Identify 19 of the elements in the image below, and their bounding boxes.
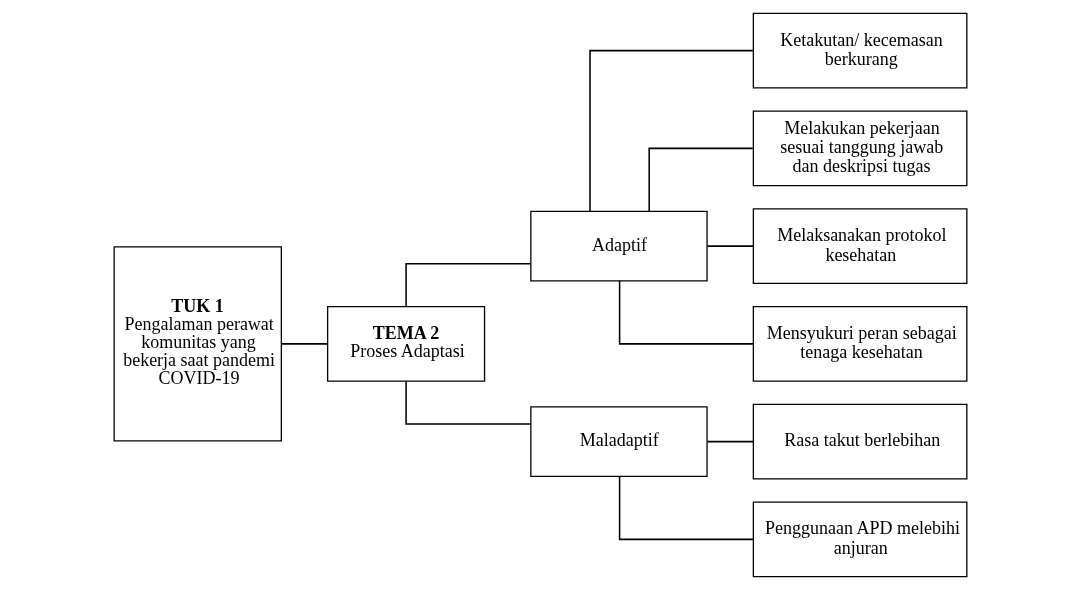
node-box: Ketakutan/ kecemasan berkurang (752, 12, 968, 89)
connector (706, 440, 755, 443)
node-box: Adaptif (530, 210, 708, 282)
node-box: Maladaptif (530, 406, 708, 477)
connector (589, 49, 754, 212)
connector (405, 263, 532, 307)
node-box: Penggunaan APD melebihi anjuran (752, 501, 968, 578)
node-box: TEMA 2 Proses Adaptasi (327, 305, 486, 382)
node-box: Melakukan pekerjaan sesuai tanggung jawab dan deskripsi tugas (752, 110, 968, 187)
connector (281, 343, 329, 345)
node-box: Mensyukuri peran sebagai tenaga kesehatan (752, 305, 968, 382)
node-box: Melaksanakan protokol kesehatan (752, 208, 968, 285)
connector (405, 380, 532, 425)
node-box: Rasa takut berlebihan (752, 403, 968, 480)
connector (618, 280, 754, 345)
connector (648, 147, 754, 213)
connector (706, 245, 755, 247)
connector (618, 475, 754, 541)
node-box: TUK 1 Pengalaman perawat komunitas yang bekerja saat pandemi COVID-19 (113, 246, 282, 442)
